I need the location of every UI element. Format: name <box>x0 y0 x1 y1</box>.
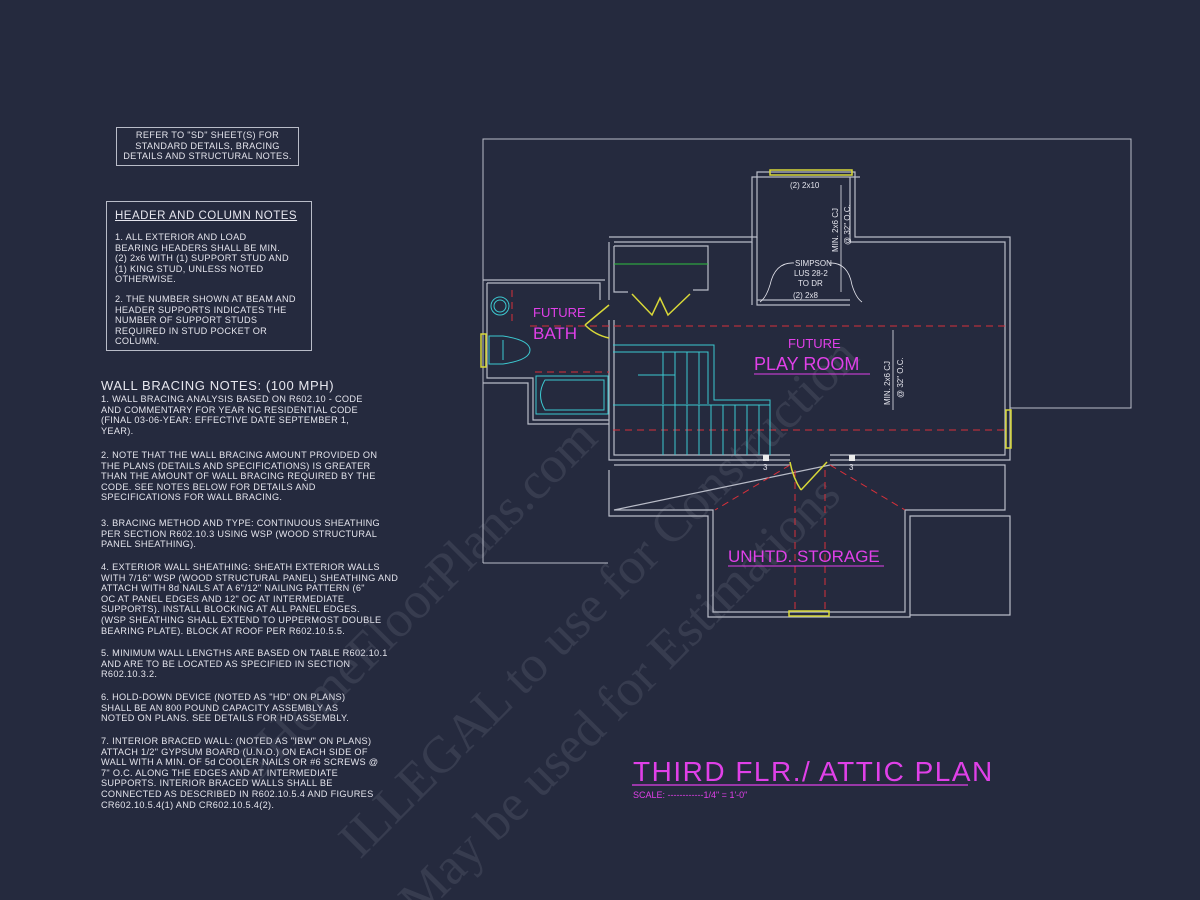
simpson-leader <box>759 262 863 303</box>
header-top-label: (2) 2x10 <box>790 181 820 190</box>
bracing-note-5: 5. MINIMUM WALL LENGTHS ARE BASED ON TAB… <box>101 648 388 680</box>
storage-label: UNHTD. STORAGE <box>728 547 880 566</box>
doors-windows <box>480 169 1012 617</box>
bracing-note-2: 2. NOTE THAT THE WALL BRACING AMOUNT PRO… <box>101 450 378 503</box>
storage-door <box>789 461 828 491</box>
header-column-notes-box: HEADER AND COLUMN NOTES 1. ALL EXTERIOR … <box>106 201 312 351</box>
stud-pocket-left <box>763 455 769 461</box>
walls <box>483 171 1011 618</box>
bathtub <box>535 375 609 415</box>
cj-label-1b: @ 32" O.C. <box>843 204 852 245</box>
cj-label-1a: MIN. 2x6 CJ <box>831 208 840 252</box>
sink <box>490 296 510 316</box>
header-note-1: 1. ALL EXTERIOR AND LOAD BEARING HEADERS… <box>115 232 289 285</box>
centerlines <box>511 290 1005 612</box>
bracing-note-4: 4. EXTERIOR WALL SHEATHING: SHEATH EXTER… <box>101 562 399 636</box>
wall-bracing-title: WALL BRACING NOTES: (100 MPH) <box>101 378 335 393</box>
toilet <box>488 335 531 365</box>
header-notes-title: HEADER AND COLUMN NOTES <box>115 210 298 222</box>
stud-count-right: 3 <box>849 463 854 472</box>
window-top <box>769 169 853 176</box>
window-bottom <box>788 610 830 617</box>
stud-pocket-right <box>849 455 855 461</box>
playroom-label-future: FUTURE <box>788 336 841 351</box>
refer-sd-sheets-note: REFER TO "SD" SHEET(S) FOR STANDARD DETA… <box>116 127 299 166</box>
playroom-label-name: PLAY ROOM <box>754 354 859 374</box>
plan-title: THIRD FLR./ ATTIC PLAN <box>633 756 994 787</box>
bracing-note-1: 1. WALL BRACING ANALYSIS BASED ON R602.1… <box>101 394 363 436</box>
header-note-2: 2. THE NUMBER SHOWN AT BEAM AND HEADER S… <box>115 294 296 347</box>
simpson-line-1: SIMPSON <box>795 259 832 268</box>
window-right <box>1005 409 1012 449</box>
bath-label-name: BATH <box>533 324 577 343</box>
stud-count-left: 3 <box>763 463 768 472</box>
simpson-line-3: TO DR <box>798 279 823 288</box>
closet-bifold-door <box>631 293 691 317</box>
window-bath <box>480 333 487 368</box>
bath-label-future: FUTURE <box>533 305 586 320</box>
cj-label-2a: MIN. 2x6 CJ <box>883 361 892 405</box>
bracing-note-3: 3. BRACING METHOD AND TYPE: CONTINUOUS S… <box>101 518 380 550</box>
bath-door <box>584 304 610 339</box>
header-dormer-label: (2) 2x8 <box>793 291 818 300</box>
cj-label-2b: @ 32" O.C. <box>896 357 905 398</box>
plan-scale: SCALE: ------------1/4" = 1'-0" <box>633 790 747 800</box>
bracing-note-7: 7. INTERIOR BRACED WALL: (NOTED AS "IBW"… <box>101 736 379 810</box>
bracing-note-6: 6. HOLD-DOWN DEVICE (NOTED AS "HD" ON PL… <box>101 692 350 724</box>
simpson-line-2: LUS 28-2 <box>794 269 828 278</box>
stairs <box>488 296 771 455</box>
watermark: ©HomeFloorPlans.com ILLEGAL to use for C… <box>218 327 869 900</box>
